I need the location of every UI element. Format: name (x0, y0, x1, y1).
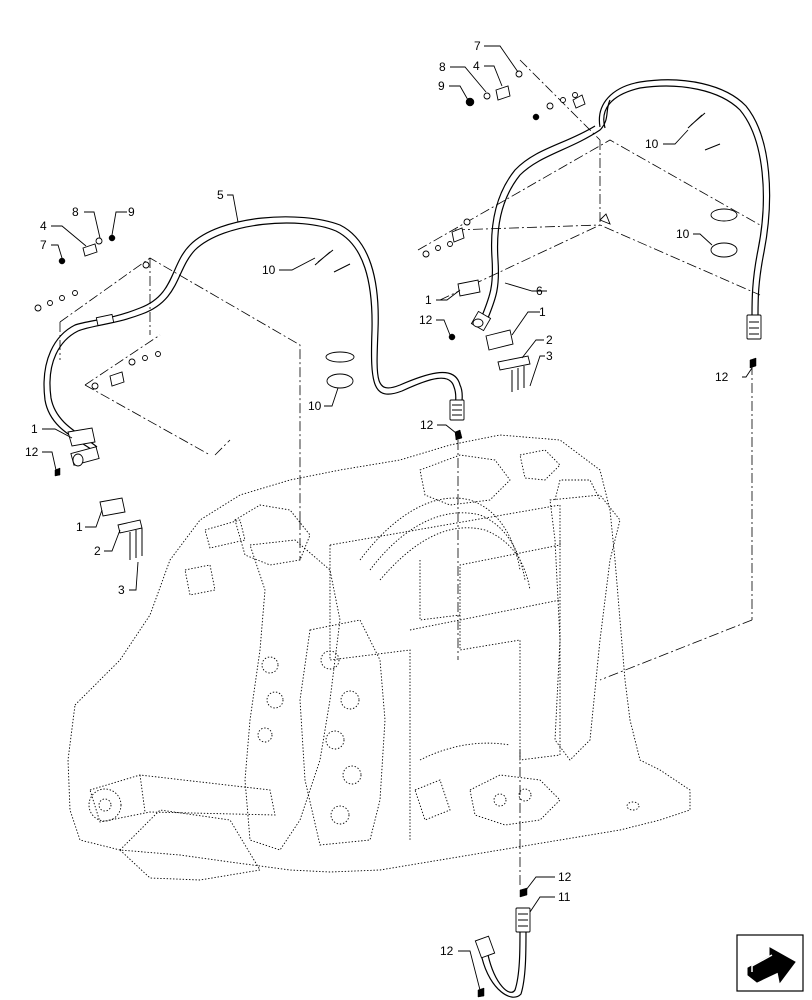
leader-lines (42, 45, 753, 991)
callout-label: 12 (558, 870, 572, 884)
callout-label: 12 (419, 313, 433, 327)
callout-label: 9 (128, 205, 135, 219)
hardware (34, 70, 757, 998)
callout-label: 1 (539, 305, 546, 319)
callout-label: 1 (76, 520, 83, 534)
callout-label: 2 (94, 544, 101, 558)
callout-label: 12 (420, 418, 434, 432)
hose-5 (43, 216, 465, 453)
callout-label: 4 (473, 59, 480, 73)
callout-label: 2 (546, 333, 553, 347)
callout-label: 5 (217, 188, 224, 202)
callout-label: 3 (546, 349, 553, 363)
callout-label: 10 (676, 227, 690, 241)
callout-label: 10 (308, 399, 322, 413)
hose-right (598, 79, 771, 340)
callout-label: 12 (715, 370, 729, 384)
callout-label: 12 (440, 944, 454, 958)
next-page-arrow-icon[interactable] (736, 934, 804, 992)
callout-labels: 7 8 4 9 10 10 1 6 12 1 2 3 12 5 8 9 4 7 … (25, 39, 729, 958)
callout-label: 1 (425, 293, 432, 307)
construction-lines (59, 59, 761, 885)
callout-label: 3 (118, 583, 125, 597)
callout-label: 8 (72, 205, 79, 219)
callout-label: 6 (536, 284, 543, 298)
callout-label: 11 (558, 890, 571, 904)
callout-label: 8 (439, 60, 446, 74)
callout-label: 7 (40, 238, 47, 252)
callout-label: 1 (31, 422, 38, 436)
machine-frame (67, 434, 691, 881)
callout-label: 10 (645, 137, 659, 151)
callout-label: 10 (262, 263, 276, 277)
callout-label: 12 (25, 445, 39, 459)
callout-label: 7 (474, 39, 481, 53)
callout-label: 4 (40, 219, 47, 233)
hose-11 (474, 907, 531, 998)
callout-label: 9 (438, 79, 445, 93)
